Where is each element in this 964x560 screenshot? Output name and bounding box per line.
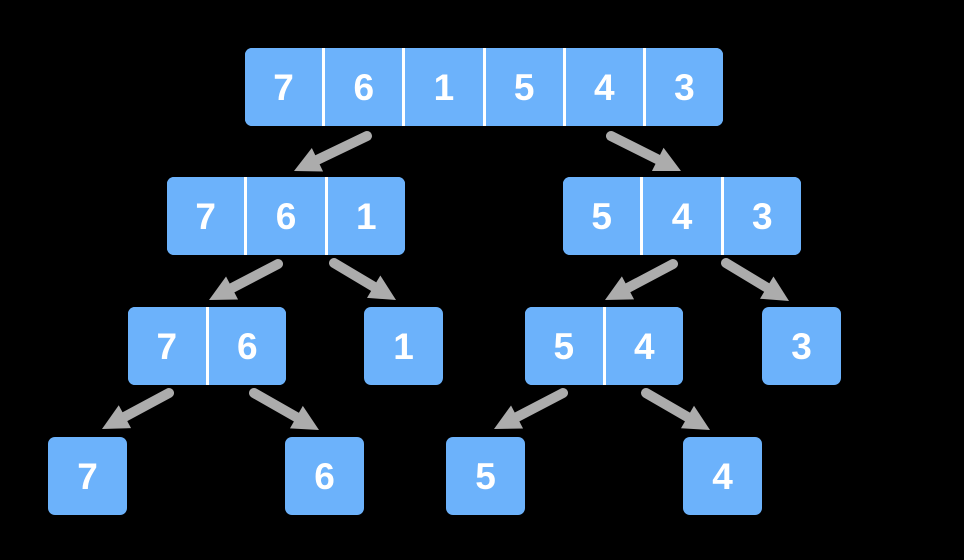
divide-arrow — [294, 131, 372, 172]
array-cell: 4 — [640, 177, 721, 255]
divide-arrow — [494, 388, 568, 429]
divide-arrow — [605, 259, 678, 300]
array-cell: 5 — [525, 307, 603, 385]
array-cell: 4 — [562, 48, 643, 126]
array-cell: 1 — [364, 307, 443, 385]
array-node: 6 — [285, 437, 364, 515]
array-node: 7 — [48, 437, 127, 515]
divide-arrow — [209, 259, 283, 300]
array-cell: 3 — [720, 177, 801, 255]
array-node: 4 — [683, 437, 762, 515]
array-cell: 6 — [244, 177, 325, 255]
array-cell: 7 — [48, 437, 127, 515]
array-cell: 3 — [762, 307, 841, 385]
array-node: 5 — [446, 437, 525, 515]
divide-arrow — [249, 388, 319, 430]
array-cell: 7 — [167, 177, 245, 255]
array-cell: 6 — [322, 48, 403, 126]
array-cell: 7 — [128, 307, 206, 385]
array-node: 3 — [762, 307, 841, 385]
array-cell: 7 — [245, 48, 323, 126]
divide-arrow — [606, 131, 681, 171]
divide-arrow — [721, 258, 789, 301]
array-cell: 6 — [205, 307, 286, 385]
array-cell: 6 — [285, 437, 364, 515]
divide-arrow — [102, 388, 174, 429]
array-cell: 4 — [683, 437, 762, 515]
array-cell: 4 — [602, 307, 683, 385]
array-cell: 5 — [482, 48, 563, 126]
array-cell: 1 — [324, 177, 405, 255]
array-cell: 5 — [446, 437, 525, 515]
array-cell: 1 — [402, 48, 483, 126]
array-node: 1 — [364, 307, 443, 385]
array-cell: 3 — [642, 48, 723, 126]
array-cell: 5 — [563, 177, 641, 255]
divide-arrow — [641, 388, 710, 430]
divide-arrow — [329, 258, 396, 300]
